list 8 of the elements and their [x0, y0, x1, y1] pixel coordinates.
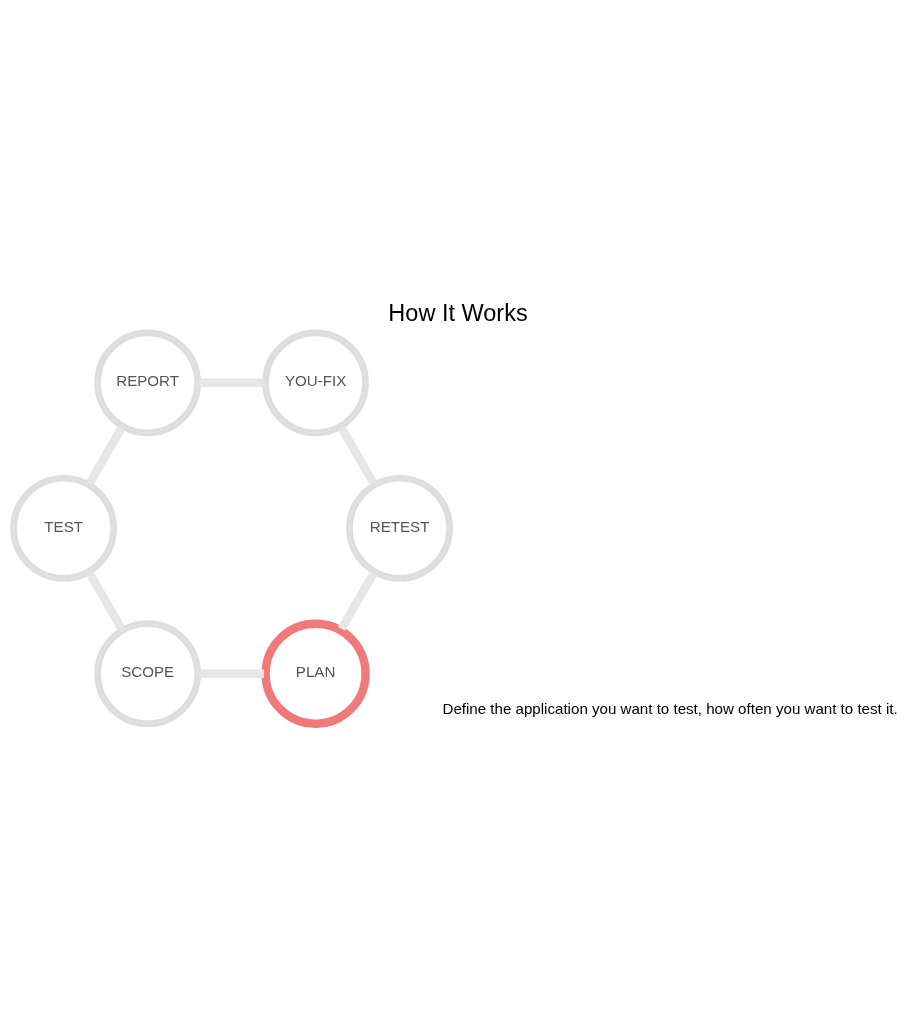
connector [199, 378, 264, 387]
connector [85, 425, 126, 486]
connector [85, 571, 126, 631]
connector [199, 669, 264, 678]
label: Define the application you want to test, how often you want to test it. [442, 700, 898, 718]
connector [337, 570, 378, 631]
connector [337, 425, 378, 486]
diagram-title: How It Works [388, 299, 528, 326]
